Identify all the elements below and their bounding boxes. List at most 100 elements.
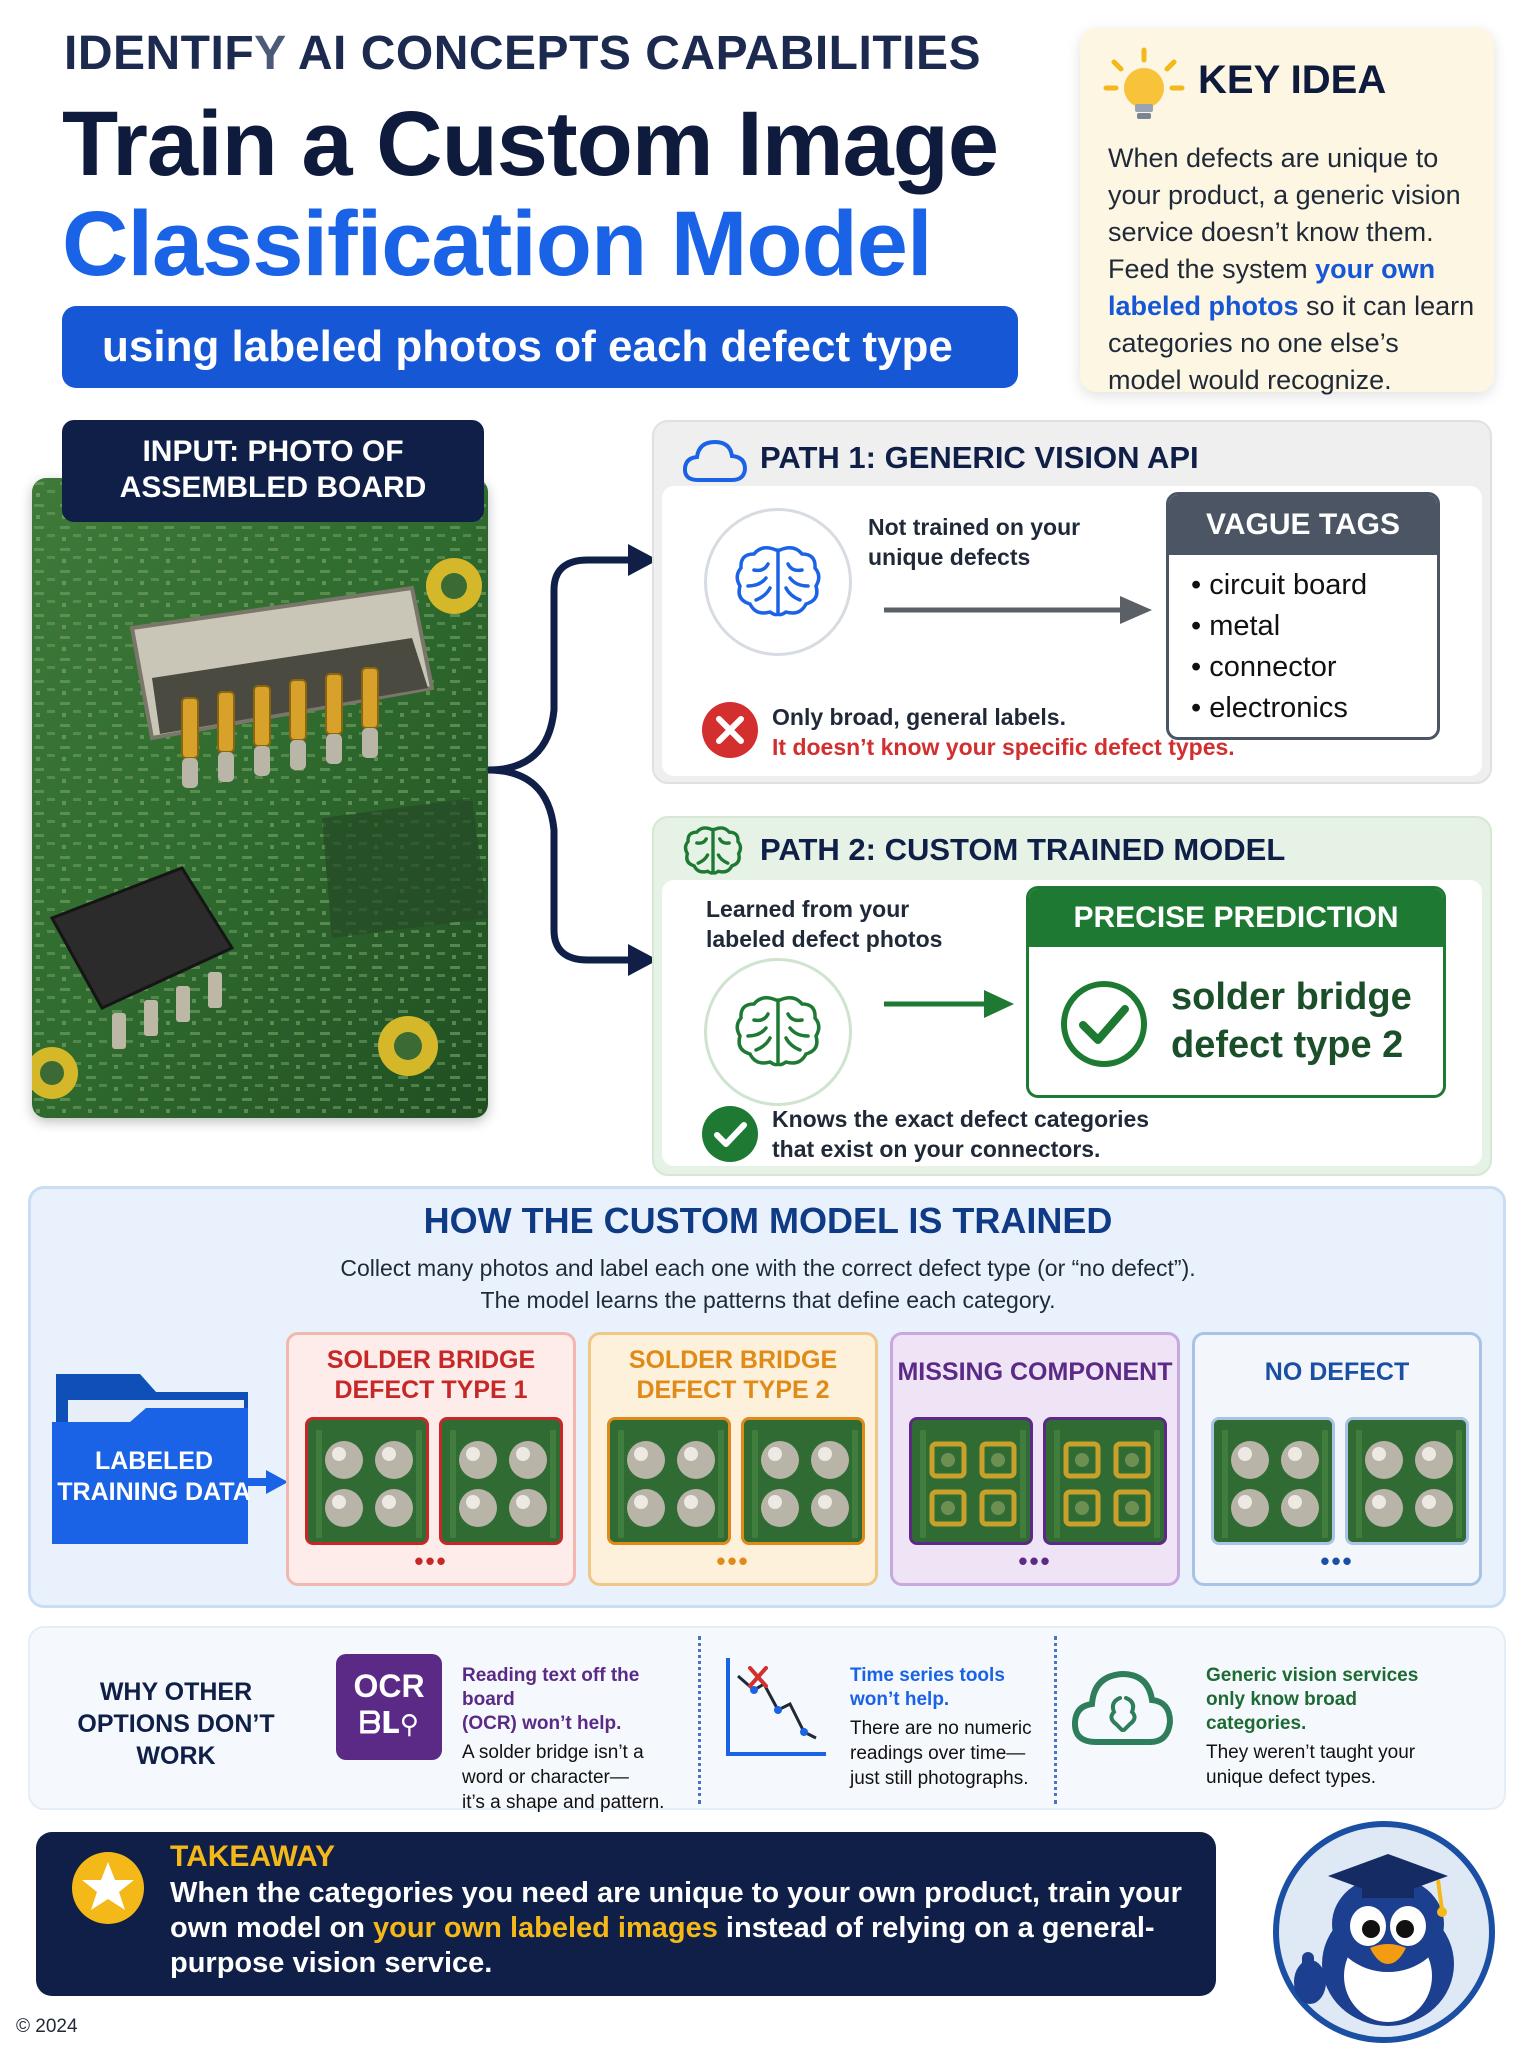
more-dots: ••• — [1320, 1546, 1354, 1576]
path2-note-line1: Learned from your — [706, 896, 910, 922]
category-title: MISSING COMPONENT — [897, 1358, 1173, 1386]
vague-tags-list: circuit board metal connector electronic… — [1169, 555, 1437, 737]
path2-arrow — [884, 990, 1014, 1018]
tag-item: metal — [1191, 606, 1415, 647]
success-check-icon — [702, 1106, 758, 1162]
page-title-line1: Train a Custom Image — [62, 93, 999, 195]
why-other-panel — [28, 1626, 1506, 1810]
cloud-icon — [682, 439, 748, 482]
path1-title: PATH 1: GENERIC VISION API — [760, 440, 1199, 475]
custom-model-circle — [704, 958, 852, 1106]
sample-photo — [607, 1417, 731, 1545]
training-desc-line2: The model learns the patterns that defin… — [480, 1287, 1056, 1313]
path1-result-line1: Only broad, general labels. — [772, 704, 1066, 730]
precise-prediction-box: PRECISE PREDICTION solder bridge defect … — [1026, 886, 1446, 1098]
input-label-line1: INPUT: PHOTO OF — [142, 435, 404, 468]
category-card-missing-component: MISSING COMPONENT ••• — [890, 1332, 1180, 1586]
path1-note-line2: unique defects — [868, 544, 1031, 570]
path2-note-line2: labeled defect photos — [706, 926, 943, 952]
path1-result-line2: It doesn’t know your specific defect typ… — [772, 734, 1235, 760]
folder-icon — [52, 1374, 288, 1544]
path1-result: Only broad, general labels. It doesn’t k… — [772, 702, 1235, 762]
input-label-line2: ASSEMBLED BOARD — [119, 471, 427, 504]
subtitle-text: using labeled photos of each defect type — [102, 322, 953, 371]
sample-photo — [1043, 1417, 1167, 1545]
tag-item: electronics — [1191, 688, 1415, 729]
sample-photo — [305, 1417, 429, 1545]
path1-arrow — [884, 596, 1152, 624]
takeaway-body: When the categories you need are unique … — [170, 1877, 1182, 1979]
path2-title: PATH 2: CUSTOM TRAINED MODEL — [760, 832, 1286, 867]
divider — [1054, 1636, 1057, 1804]
subtitle-banner: using labeled photos of each defect type — [62, 306, 1018, 388]
branch-arrows — [488, 544, 658, 976]
assembled-board-photo — [32, 478, 488, 1118]
vague-tags-box: VAGUE TAGS circuit board metal connector… — [1166, 492, 1440, 740]
sample-photo — [909, 1417, 1033, 1545]
training-description: Collect many photos and label each one w… — [0, 1252, 1536, 1316]
training-desc-line1: Collect many photos and label each one w… — [340, 1255, 1196, 1281]
ocr-icon-glyphs: ᗷᒪ⚲ — [359, 1707, 419, 1740]
section-kicker: IDENTIFY AI CONCEPTS CAPABILITIES — [64, 27, 982, 80]
precise-prediction-value: solder bridge defect type 2 — [1171, 973, 1412, 1069]
takeaway-panel — [36, 1832, 1216, 1996]
category-card-no-defect: NO DEFECT ••• — [1192, 1332, 1482, 1586]
brain-icon — [735, 996, 821, 1067]
more-dots: ••• — [1018, 1546, 1052, 1576]
generic-model-circle — [704, 508, 852, 656]
prediction-line2: defect type 2 — [1171, 1024, 1404, 1066]
folder-label: LABELED TRAINING DATA — [48, 1446, 260, 1508]
input-label: INPUT: PHOTO OF ASSEMBLED BOARD — [62, 420, 484, 522]
ocr-icon: OCR ᗷᒪ⚲ — [336, 1654, 442, 1760]
tag-item: connector — [1191, 647, 1415, 688]
training-title: HOW THE CUSTOM MODEL IS TRAINED — [423, 1200, 1113, 1241]
path2-note: Learned from your labeled defect photos — [706, 894, 942, 954]
lightbulb-icon — [1103, 47, 1185, 119]
why-item-head: Reading text off the board(OCR) won’t he… — [462, 1665, 640, 1734]
tag-item: circuit board — [1191, 565, 1415, 606]
path2-result: Knows the exact defect categories that e… — [772, 1104, 1149, 1164]
why-item-ocr: Reading text off the board(OCR) won’t he… — [462, 1664, 690, 1815]
check-circle-icon — [1061, 981, 1147, 1067]
page-title-line2: Classification Model — [62, 193, 932, 295]
divider — [698, 1636, 701, 1804]
path1-note: Not trained on your unique defects — [868, 512, 1080, 572]
star-icon — [72, 1852, 144, 1924]
path1-note-line1: Not trained on your — [868, 514, 1081, 540]
brain-icon — [735, 546, 821, 617]
copyright: © 2024 — [16, 2016, 78, 2037]
precise-prediction-title: PRECISE PREDICTION — [1029, 889, 1443, 947]
vague-tags-title: VAGUE TAGS — [1169, 495, 1437, 555]
sample-photo — [439, 1417, 563, 1545]
sample-photo — [1345, 1417, 1469, 1545]
ocr-icon-text: OCR — [353, 1668, 425, 1704]
error-x-icon — [702, 702, 758, 758]
folder-label-line1: LABELED — [94, 1447, 214, 1475]
key-idea-body: When defects are unique to your product,… — [1108, 143, 1475, 395]
folder-label-line2: TRAINING DATA — [57, 1478, 251, 1506]
path2-result-line1: Knows the exact defect categories — [772, 1106, 1150, 1132]
penguin-mascot-icon — [1273, 1821, 1495, 2043]
sample-photo — [1211, 1417, 1335, 1545]
sample-photo — [741, 1417, 865, 1545]
path2-result-line2: that exist on your connectors. — [772, 1136, 1101, 1162]
time-series-chart-icon — [726, 1658, 826, 1756]
category-title: NO DEFECT — [1264, 1358, 1410, 1386]
takeaway-title: TAKEAWAY — [170, 1840, 336, 1873]
more-dots: ••• — [716, 1546, 750, 1576]
key-idea-title: KEY IDEA — [1198, 58, 1387, 102]
more-dots: ••• — [414, 1546, 448, 1576]
cloud-vision-icon — [1071, 1670, 1174, 1745]
